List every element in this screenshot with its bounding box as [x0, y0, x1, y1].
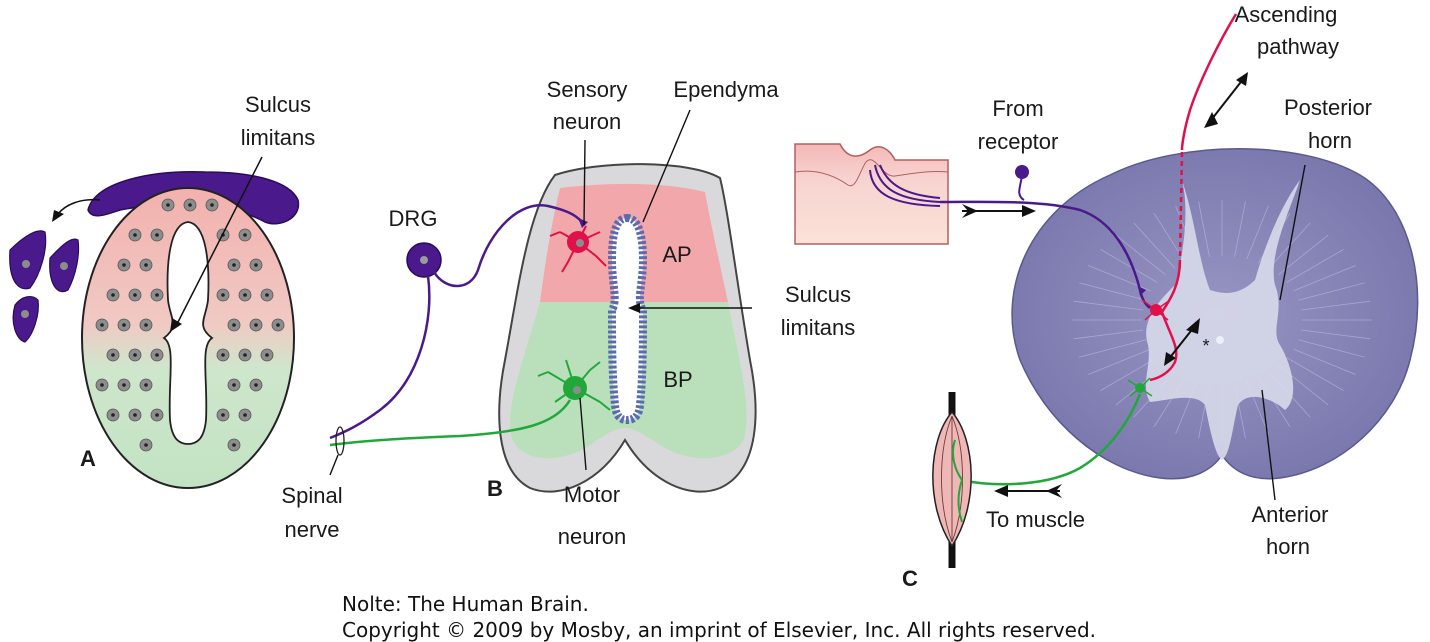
motor-axon-c: [959, 393, 1142, 486]
sensory-pointer: [583, 139, 586, 226]
panel-b: DRG Sensory neuron Ependyma AP BP Sulcus…: [281, 77, 855, 549]
sensory-terminal: [578, 218, 588, 228]
credit-line-2: Copyright © 2009 by Mosby, an imprint of…: [342, 618, 1097, 642]
migration-arrowhead: [52, 210, 64, 222]
anterior-horn-label-2: horn: [1266, 534, 1310, 559]
sensory-fiber-b: [432, 203, 583, 288]
motor-neuron-cell-c: [1127, 377, 1153, 397]
ascending-pathway-label-1: Ascending: [1235, 2, 1338, 27]
sensory-neuron-label-2: neuron: [553, 109, 622, 134]
central-canal: [1216, 336, 1224, 344]
sulcus-pointer-a-head: [170, 318, 182, 332]
neural-tube-lumen: [162, 221, 214, 445]
ascending-pathway-fiber: [1180, 13, 1238, 151]
receptor-ganglion: [1015, 165, 1029, 179]
spinal-nerve-sheath: [335, 426, 345, 456]
crest-cell-1: [9, 230, 47, 290]
motor-neuron-label-1: Motor: [564, 482, 620, 507]
from-receptor-label-2: receptor: [978, 129, 1059, 154]
panel-c: From receptor Ascending pathway Posterio…: [794, 2, 1419, 591]
sulcus-label-b-1: Sulcus: [785, 282, 851, 307]
sulcus-pointer-a: [175, 156, 263, 327]
motor-neuron-label-2: neuron: [558, 524, 627, 549]
crest-cell-3: [12, 295, 39, 343]
ap-label: AP: [662, 242, 691, 267]
ascending-dotted-segment: [1178, 151, 1184, 261]
from-receptor-label-1: From: [992, 96, 1043, 121]
panel-letter-b: B: [487, 476, 503, 501]
skin-block: [794, 143, 949, 245]
flow-arrow-muscle: [994, 484, 1062, 498]
spinal-nerve-label-1: Spinal: [281, 483, 342, 508]
receptor-ganglion-stalk: [1018, 175, 1025, 201]
sensory-fiber-c: [939, 200, 1151, 309]
bp-label: BP: [663, 367, 692, 392]
posterior-horn-label-1: Posterior: [1284, 95, 1372, 120]
interneuron-cell-c: [1141, 299, 1171, 321]
anterior-horn-label-1: Anterior: [1251, 502, 1328, 527]
flow-arrow-ascending: [1204, 72, 1248, 128]
motor-pointer: [579, 397, 587, 471]
credit-line-1: Nolte: The Human Brain.: [342, 592, 589, 616]
muscle-nerve-endings: [952, 439, 963, 523]
anterior-horn-pointer: [1261, 389, 1276, 501]
receptor-fibers: [869, 164, 941, 207]
to-muscle-label: To muscle: [986, 507, 1085, 532]
motor-axon-b: [329, 399, 572, 447]
flow-arrow-interneuron: [1164, 318, 1200, 366]
ependyma-canal: [607, 213, 648, 425]
panel-letter-c: C: [902, 566, 918, 591]
ependyma-pointer: [642, 109, 691, 223]
gray-matter: [1145, 175, 1300, 460]
drg-peripheral-fiber: [329, 275, 431, 440]
drg-label: DRG: [389, 206, 438, 231]
spinal-nerve-label-2: nerve: [284, 517, 339, 542]
sulcus-label-a-2: limitans: [241, 125, 316, 150]
muscle-fibers: [941, 415, 963, 543]
asterisk-label: *: [1202, 336, 1209, 356]
posterior-horn-label-2: horn: [1308, 128, 1352, 153]
posterior-horn-pointer: [1279, 164, 1306, 301]
sensory-neuron-label-1: Sensory: [547, 77, 628, 102]
spinal-nerve-pointer: [329, 454, 339, 476]
ascending-pathway-label-2: pathway: [1257, 34, 1339, 59]
sensory-c-terminal: [1138, 286, 1146, 296]
flow-arrow-receptor: [962, 204, 1036, 218]
interneuron-fiber: [1149, 259, 1182, 382]
panel-letter-a: A: [80, 446, 96, 471]
epidermis-line: [794, 159, 949, 187]
ependyma-label: Ependyma: [673, 77, 779, 102]
sulcus-pointer-b-head: [628, 303, 640, 313]
panel-a: Sulcus limitans A: [9, 92, 316, 489]
neural-tube: [81, 187, 295, 489]
sulcus-label-a-1: Sulcus: [245, 92, 311, 117]
migration-arrow: [57, 198, 101, 215]
neuroepithelial-cells: [95, 198, 285, 452]
sulcus-label-b-2: limitans: [781, 315, 856, 340]
